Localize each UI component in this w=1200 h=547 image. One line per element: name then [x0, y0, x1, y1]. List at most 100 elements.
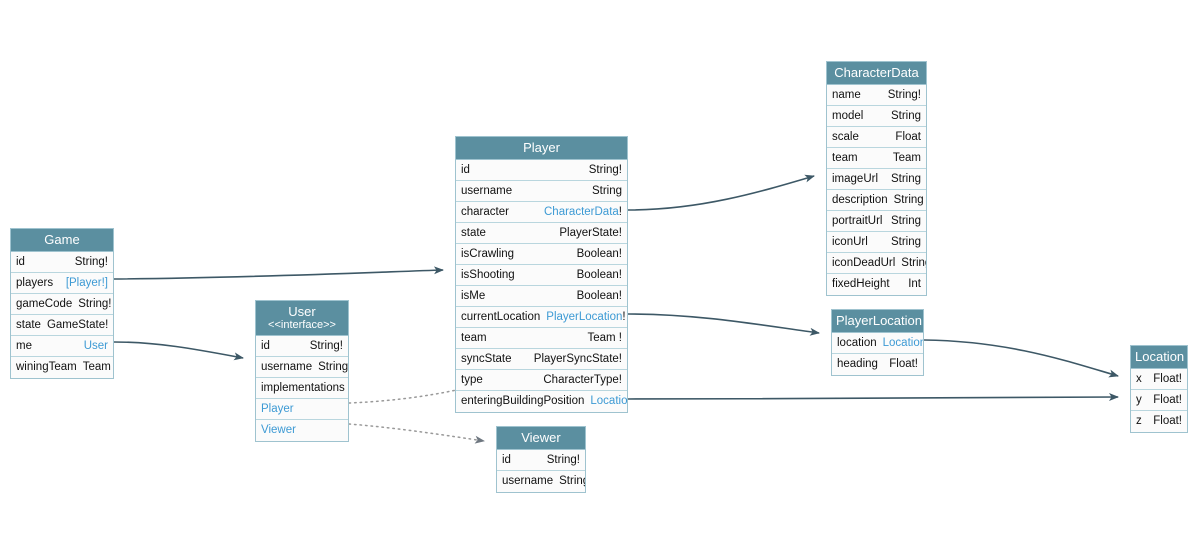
field-name: portraitUrl: [832, 214, 883, 227]
field-row: currentLocation PlayerLocation!: [456, 307, 627, 328]
field-name: isMe: [461, 289, 486, 302]
field-type[interactable]: User: [83, 339, 108, 352]
field-row: id String!: [497, 450, 585, 471]
field-row: name String!: [827, 85, 926, 106]
field-row: z Float!: [1131, 411, 1187, 432]
node-location-title: Location: [1131, 346, 1187, 369]
edge-user-implements-player: [348, 386, 471, 404]
field-name: iconDeadUrl: [832, 256, 896, 269]
field-type: String: [318, 360, 348, 373]
field-type[interactable]: Location!: [882, 336, 923, 349]
implementation-item[interactable]: Viewer: [256, 420, 348, 441]
field-type: String: [890, 172, 921, 185]
field-name: imageUrl: [832, 172, 879, 185]
edge-player-enteringbuildingposition-to-location: [627, 393, 1119, 402]
field-type: Float!: [1153, 415, 1182, 427]
field-type: String!: [887, 88, 921, 101]
field-row: fixedHeight Int: [827, 274, 926, 295]
field-name: isShooting: [461, 268, 515, 281]
implementations-header: implementations: [256, 378, 348, 399]
field-type: Boolean!: [576, 247, 622, 260]
field-type[interactable]: Location: [590, 395, 627, 407]
edge-player-currentlocation-to-playerlocation: [627, 313, 820, 336]
field-name: winingTeam: [16, 361, 77, 373]
field-row: username String: [256, 357, 348, 378]
field-type: String!: [309, 339, 343, 352]
field-name: z: [1136, 415, 1142, 427]
field-type: Float!: [1153, 372, 1182, 385]
field-name: scale: [832, 130, 859, 143]
implementation-item[interactable]: Player: [256, 399, 348, 420]
field-name: username: [261, 360, 313, 373]
field-type: Int: [908, 278, 921, 290]
field-type: Team: [892, 151, 921, 164]
field-name: name: [832, 88, 861, 101]
field-row: isMe Boolean!: [456, 286, 627, 307]
field-row: team Team: [827, 148, 926, 169]
node-playerlocation[interactable]: PlayerLocation locationLocation!headingF…: [831, 309, 924, 376]
field-row: iconUrl String: [827, 232, 926, 253]
field-type: Boolean!: [576, 289, 622, 302]
field-name: id: [502, 453, 511, 466]
field-name: iconUrl: [832, 235, 868, 248]
field-type: String!: [546, 453, 580, 466]
field-type[interactable]: PlayerLocation!: [546, 310, 626, 323]
field-name: heading: [837, 358, 878, 370]
field-row: enteringBuildingPositionLocation: [456, 391, 627, 412]
field-name: username: [502, 475, 554, 487]
field-type: String!: [74, 255, 108, 268]
implementation-name: Viewer: [261, 424, 296, 436]
field-type: GameState!: [46, 318, 109, 331]
field-row: players[Player!]: [11, 273, 113, 294]
field-type: String: [591, 184, 622, 197]
node-playerlocation-title: PlayerLocation: [832, 310, 923, 333]
field-name: me: [16, 339, 32, 352]
field-type[interactable]: CharacterData!: [544, 205, 622, 218]
node-user-title-text: User: [288, 304, 316, 319]
node-game-title: Game: [11, 229, 113, 252]
field-type: PlayerSyncState!: [533, 352, 622, 365]
field-type: Float!: [1153, 393, 1182, 406]
field-name: team: [461, 331, 487, 344]
field-type: Float: [895, 130, 921, 143]
field-name: currentLocation: [461, 310, 541, 323]
field-row: me User: [11, 336, 113, 357]
field-name: isCrawling: [461, 247, 515, 260]
edge-player-character-to-characterdata: [627, 174, 815, 211]
field-type[interactable]: [Player!]: [65, 276, 108, 289]
field-name: team: [832, 151, 858, 164]
field-type: String!: [588, 163, 622, 176]
field-name: id: [261, 339, 270, 352]
field-type: String: [901, 256, 926, 269]
edge-user-implements-viewer: [348, 423, 485, 444]
field-type: Team !: [587, 331, 622, 344]
field-name: description: [832, 193, 888, 206]
field-row: x Float!: [1131, 369, 1187, 390]
field-row: scale Float: [827, 127, 926, 148]
field-name: fixedHeight: [832, 278, 890, 290]
field-type: CharacterType!: [543, 373, 622, 386]
field-type: String: [890, 235, 921, 248]
field-name: x: [1136, 372, 1142, 385]
field-name: model: [832, 109, 864, 122]
